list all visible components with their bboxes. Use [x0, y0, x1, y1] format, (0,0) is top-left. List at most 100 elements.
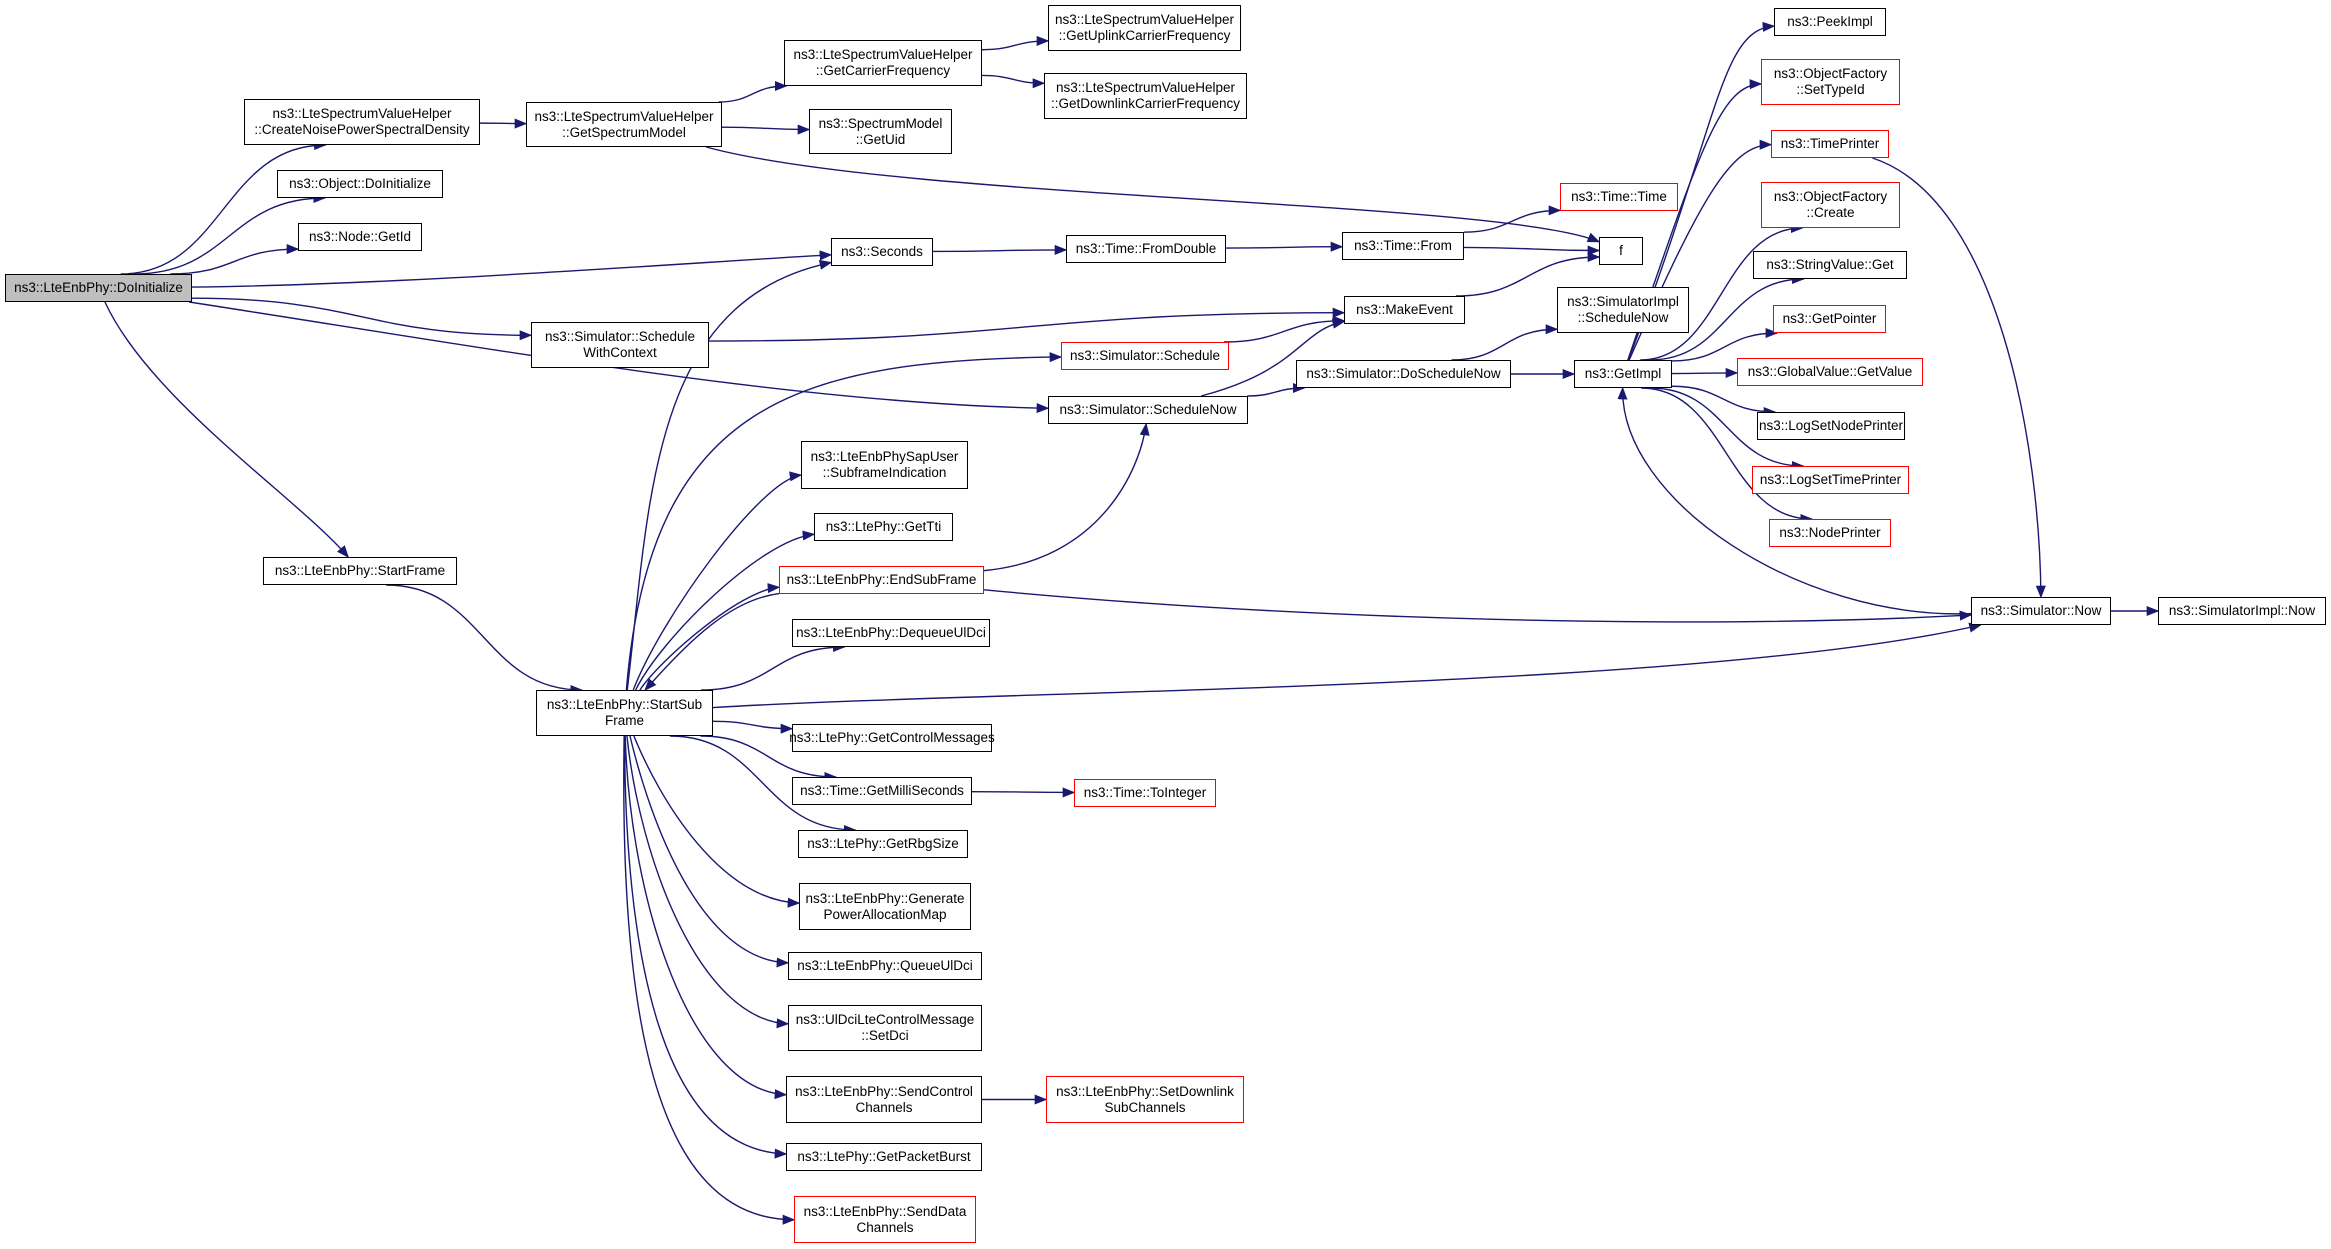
- edge-sched-now-to-make-event: [1201, 318, 1346, 397]
- edge-get-impl-to-string-get: [1649, 273, 1805, 361]
- node-impl-sched-now[interactable]: ns3::SimulatorImpl ::ScheduleNow: [1557, 287, 1689, 333]
- edge-sched-now-to-do-schedule-now: [1247, 382, 1306, 397]
- edge-get-spectrum-model-to-get-carrier-freq: [718, 80, 788, 103]
- node-sim-schedule[interactable]: ns3::Simulator::Schedule: [1061, 342, 1229, 370]
- edge-start-sub-frame-to-get-ctrl-msgs: [712, 720, 794, 734]
- edge-start-sub-frame-to-get-milli: [700, 735, 838, 783]
- edge-make-event-to-f: [1455, 251, 1601, 297]
- node-send-data[interactable]: ns3::LteEnbPhy::SendData Channels: [794, 1196, 976, 1243]
- node-set-type-id[interactable]: ns3::ObjectFactory ::SetTypeId: [1761, 59, 1900, 105]
- edge-get-carrier-freq-to-get-uplink: [981, 35, 1050, 51]
- edge-start-sub-frame-to-end-sub-frame: [639, 583, 781, 691]
- node-get-milli[interactable]: ns3::Time::GetMilliSeconds: [792, 777, 972, 805]
- node-get-carrier-freq[interactable]: ns3::LteSpectrumValueHelper ::GetCarrier…: [784, 40, 982, 86]
- node-queue-ul-dci[interactable]: ns3::LteEnbPhy::QueueUlDci: [788, 952, 982, 980]
- edge-start-sub-frame-to-sap-user: [632, 471, 803, 691]
- node-from-double[interactable]: ns3::Time::FromDouble: [1066, 235, 1226, 263]
- edge-root-to-obj-init: [133, 192, 327, 275]
- edge-get-impl-to-node-printer: [1641, 387, 1814, 525]
- edge-root-to-node-get-id: [170, 244, 300, 275]
- edge-time-printer-to-sim-now: [1872, 157, 2046, 599]
- edge-start-sub-frame-to-get-packet-burst: [623, 735, 788, 1159]
- node-time-from[interactable]: ns3::Time::From: [1342, 232, 1464, 260]
- node-send-ctrl[interactable]: ns3::LteEnbPhy::SendControl Channels: [786, 1076, 982, 1123]
- edge-end-sub-frame-to-start-sub-frame: [644, 592, 780, 691]
- node-time-printer[interactable]: ns3::TimePrinter: [1771, 130, 1889, 158]
- edge-get-impl-to-of-create: [1640, 222, 1804, 361]
- edge-get-impl-to-log-time: [1650, 387, 1805, 472]
- edge-get-impl-to-get-pointer: [1671, 327, 1779, 362]
- edge-start-sub-frame-to-sim-now: [712, 622, 1982, 709]
- edge-get-impl-to-set-type-id: [1627, 79, 1763, 361]
- node-set-dci[interactable]: ns3::UlDciLteControlMessage ::SetDci: [788, 1005, 982, 1051]
- edge-get-impl-to-global-get: [1671, 367, 1739, 378]
- edge-start-sub-frame-to-seconds: [626, 259, 833, 691]
- edge-start-sub-frame-to-get-rbg: [669, 735, 857, 836]
- edge-root-to-start-frame: [104, 301, 349, 558]
- node-impl-now[interactable]: ns3::SimulatorImpl::Now: [2158, 597, 2326, 625]
- node-end-sub-frame[interactable]: ns3::LteEnbPhy::EndSubFrame: [779, 566, 984, 594]
- edge-do-schedule-now-to-impl-sched-now: [1451, 324, 1559, 361]
- edge-get-carrier-freq-to-get-downlink: [981, 74, 1046, 89]
- node-node-get-id[interactable]: ns3::Node::GetId: [298, 223, 422, 251]
- edge-sim-schedule-to-make-event: [1223, 315, 1346, 343]
- node-get-impl[interactable]: ns3::GetImpl: [1574, 360, 1672, 388]
- node-string-get[interactable]: ns3::StringValue::Get: [1753, 251, 1907, 279]
- node-get-uplink[interactable]: ns3::LteSpectrumValueHelper ::GetUplinkC…: [1048, 5, 1241, 51]
- node-to-integer[interactable]: ns3::Time::ToInteger: [1074, 779, 1216, 807]
- node-node-printer[interactable]: ns3::NodePrinter: [1769, 519, 1891, 547]
- node-get-packet-burst[interactable]: ns3::LtePhy::GetPacketBurst: [786, 1143, 982, 1171]
- edge-start-sub-frame-to-set-dci: [626, 735, 790, 1029]
- edge-start-sub-frame-to-send-data: [623, 735, 796, 1225]
- node-peek-impl[interactable]: ns3::PeekImpl: [1774, 8, 1886, 36]
- node-sap-user[interactable]: ns3::LteEnbPhySapUser ::SubframeIndicati…: [801, 441, 968, 489]
- node-sched-now[interactable]: ns3::Simulator::ScheduleNow: [1048, 396, 1248, 424]
- edge-root-to-sched-now: [189, 301, 1050, 414]
- edge-seconds-to-from-double: [932, 244, 1068, 255]
- edge-start-sub-frame-to-gen-power: [633, 735, 801, 908]
- node-set-downlink[interactable]: ns3::LteEnbPhy::SetDownlink SubChannels: [1046, 1076, 1244, 1123]
- node-log-node[interactable]: ns3::LogSetNodePrinter: [1757, 412, 1905, 440]
- node-make-event[interactable]: ns3::MakeEvent: [1344, 296, 1465, 324]
- edge-start-sub-frame-to-get-tti: [635, 530, 816, 691]
- edge-get-impl-to-log-node: [1671, 385, 1777, 418]
- node-seconds[interactable]: ns3::Seconds: [831, 238, 933, 266]
- edge-get-spectrum-model-to-get-uid: [721, 124, 811, 135]
- node-do-schedule-now[interactable]: ns3::Simulator::DoScheduleNow: [1296, 360, 1511, 388]
- node-gen-power[interactable]: ns3::LteEnbPhy::Generate PowerAllocation…: [799, 883, 971, 930]
- node-sched-with-ctx[interactable]: ns3::Simulator::Schedule WithContext: [531, 322, 709, 368]
- node-global-get[interactable]: ns3::GlobalValue::GetValue: [1737, 358, 1923, 386]
- edge-get-milli-to-to-integer: [971, 787, 1076, 798]
- edge-root-to-seconds: [191, 250, 833, 288]
- edge-from-double-to-time-from: [1225, 241, 1344, 252]
- node-get-spectrum-model[interactable]: ns3::LteSpectrumValueHelper ::GetSpectru…: [526, 102, 722, 147]
- edge-start-sub-frame-to-queue-ul-dci: [629, 735, 790, 968]
- edge-sched-with-ctx-to-make-event: [708, 307, 1346, 342]
- node-get-ctrl-msgs[interactable]: ns3::LtePhy::GetControlMessages: [789, 724, 995, 752]
- node-of-create[interactable]: ns3::ObjectFactory ::Create: [1761, 182, 1900, 228]
- edge-start-sub-frame-to-dequeue: [701, 641, 846, 691]
- node-dequeue[interactable]: ns3::LteEnbPhy::DequeueUlDci: [792, 619, 990, 647]
- node-get-pointer[interactable]: ns3::GetPointer: [1773, 305, 1886, 333]
- node-start-frame[interactable]: ns3::LteEnbPhy::StartFrame: [263, 557, 457, 585]
- node-start-sub-frame[interactable]: ns3::LteEnbPhy::StartSub Frame: [536, 690, 713, 736]
- node-get-uid[interactable]: ns3::SpectrumModel ::GetUid: [809, 109, 952, 154]
- node-obj-init[interactable]: ns3::Object::DoInitialize: [277, 170, 443, 198]
- node-log-time[interactable]: ns3::LogSetTimePrinter: [1752, 466, 1909, 494]
- node-get-downlink[interactable]: ns3::LteSpectrumValueHelper ::GetDownlin…: [1044, 73, 1247, 119]
- edge-sim-now-to-get-impl: [1617, 386, 1972, 615]
- node-sim-now[interactable]: ns3::Simulator::Now: [1971, 597, 2111, 625]
- edge-get-spectrum-model-to-f: [706, 146, 1601, 243]
- node-f[interactable]: f: [1599, 237, 1643, 265]
- edge-time-from-to-f: [1463, 245, 1601, 256]
- node-create-noise[interactable]: ns3::LteSpectrumValueHelper ::CreateNois…: [244, 99, 480, 145]
- edge-start-sub-frame-to-send-ctrl: [624, 735, 788, 1100]
- edge-root-to-sched-with-ctx: [191, 297, 533, 341]
- node-get-rbg[interactable]: ns3::LtePhy::GetRbgSize: [798, 830, 968, 858]
- node-time-time[interactable]: ns3::Time::Time: [1560, 183, 1678, 211]
- node-get-tti[interactable]: ns3::LtePhy::GetTti: [814, 513, 953, 541]
- node-root: ns3::LteEnbPhy::DoInitialize: [5, 274, 192, 302]
- edge-end-sub-frame-to-sim-now: [983, 589, 1973, 623]
